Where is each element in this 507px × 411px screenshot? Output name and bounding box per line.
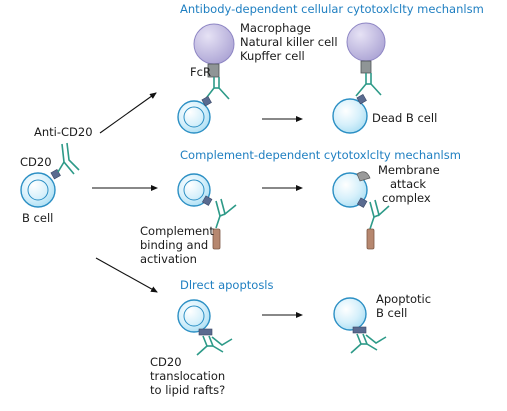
adcc-heading: Antibody-dependent cellular cytotoxlclty… (180, 2, 484, 16)
adcc-cd20-receptor-icon (201, 95, 212, 107)
apoptosis-antibody-icon (196, 335, 233, 356)
complement-icon (212, 228, 221, 250)
cdc-cd20-receptor-icon (201, 195, 213, 206)
apoptosis-heading: Dlrect apoptosls (180, 278, 274, 292)
complement-label-3: activation (140, 252, 197, 266)
mac-label-3: complex (382, 191, 431, 205)
arrow-to-adcc (99, 92, 157, 134)
adcc-result-effector (346, 22, 386, 62)
membrane-attack-complex-icon (356, 171, 371, 182)
cd20-label: CD20 (20, 155, 52, 169)
cdc-lysed-b-cell (332, 171, 371, 208)
translocation-label-3: to lipid rafts? (150, 383, 225, 397)
initial-b-cell (20, 168, 61, 208)
complement-label-2: binding and (140, 238, 208, 252)
effector-label-kupffer: Kupffer cell (240, 49, 305, 63)
apoptosis-b-cell (177, 299, 213, 336)
effector-label-macrophage: Macrophage (240, 21, 311, 35)
b-cell-label: B cell (22, 211, 53, 225)
apoptotic-label-2: B cell (376, 306, 407, 320)
arrow-to-apoptosis (95, 257, 158, 293)
adcc-effector-cell (193, 23, 235, 65)
lipid-raft-cd20-icon (198, 328, 213, 336)
apoptotic-cd20-icon (352, 326, 367, 334)
result-fcr-icon (360, 60, 372, 74)
cdc-b-cell (177, 173, 213, 207)
cdc-result-cd20-icon (356, 197, 368, 208)
translocation-label-1: CD20 (150, 355, 182, 369)
apoptotic-label-1: Apoptotic (376, 292, 431, 306)
cdc-heading: Complement-dependent cytotoxlclty mechan… (180, 148, 461, 162)
anti-cd20-label: Anti-CD20 (34, 125, 93, 139)
translocation-label-2: translocation (150, 369, 225, 383)
adcc-b-cell (177, 95, 212, 134)
adcc-result-antibody-icon (355, 73, 382, 97)
apoptotic-b-cell (333, 297, 367, 334)
dead-cell-cd20-icon (356, 93, 367, 105)
dead-b-cell (332, 93, 368, 134)
complement-label-1: Complement (140, 224, 214, 238)
fcr-label: FcR (190, 65, 211, 79)
cdc-result-complement-icon (366, 228, 375, 250)
mac-label-2: attack (390, 177, 426, 191)
cdc-antibody-icon (215, 198, 237, 229)
cdc-result-antibody-icon (369, 199, 390, 230)
mac-label-1: Membrane (378, 163, 440, 177)
dead-b-cell-label: Dead B cell (372, 111, 437, 125)
effector-label-nk: Natural killer cell (240, 35, 338, 49)
free-antibody-icon (57, 142, 80, 175)
apoptotic-antibody-icon (350, 333, 387, 354)
